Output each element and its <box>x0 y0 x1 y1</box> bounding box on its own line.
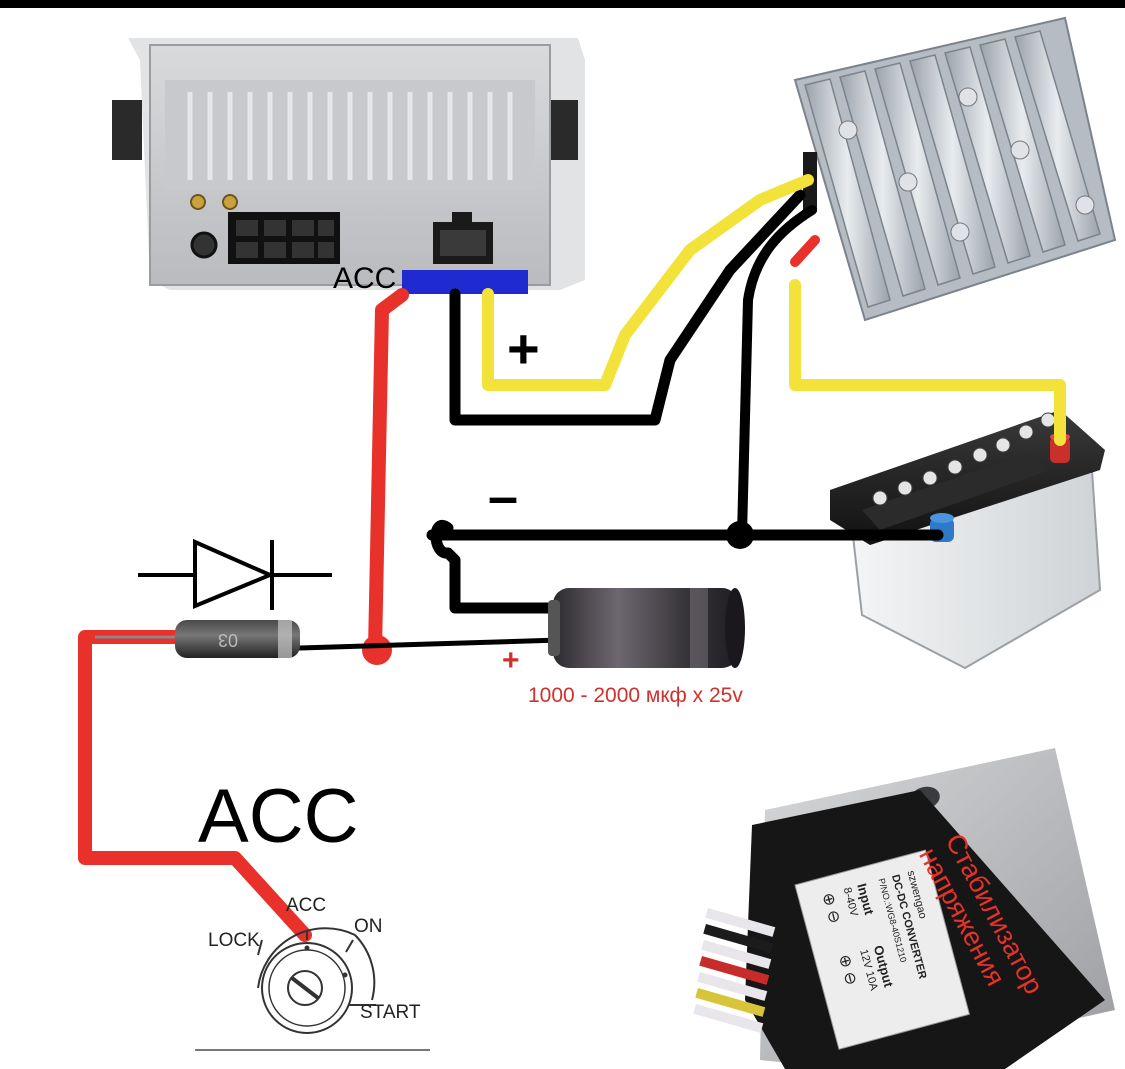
head-unit-vents <box>187 92 513 180</box>
acc-junction <box>362 635 392 665</box>
switch-label-lock: LOCK <box>208 930 260 951</box>
dc-dc-converter-heatsink <box>793 16 1117 322</box>
diode-marking: 03 <box>218 630 238 650</box>
wire-head-unit-positive <box>482 174 814 391</box>
wire-acc-red <box>368 288 409 657</box>
wire-converter-ground <box>737 205 817 540</box>
battery-positive-terminal <box>1050 437 1070 463</box>
round-jack <box>190 231 218 259</box>
switch-label-acc: ACC <box>286 895 326 916</box>
plus-sign: + <box>507 317 540 380</box>
voltage-stabilizer: szwengao DC-DC CONVERTER P/NO.:WG8-40S12… <box>693 748 1115 1069</box>
stabilizer-wires <box>693 908 776 1033</box>
antenna-jack-2 <box>222 194 238 210</box>
converter-label: szwengao DC-DC CONVERTER P/NO.:WG8-40S12… <box>794 849 971 1050</box>
wire-diode-to-capacitor <box>297 637 563 651</box>
wire-battery-positive <box>789 279 1066 446</box>
head-unit: ACC <box>112 38 585 295</box>
antenna-jack-1 <box>190 194 206 210</box>
switch-label-on: ON <box>354 916 383 937</box>
acc-connector <box>402 270 528 294</box>
battery <box>830 410 1105 670</box>
minus-sign: – <box>488 467 518 527</box>
diode-component: 03 <box>95 620 300 658</box>
ignition-switch: LOCK ACC ON START <box>195 895 430 1051</box>
capacitor-plus-sign: + <box>502 644 520 677</box>
capacitor <box>548 588 745 668</box>
wire-converter-input-red <box>790 235 820 267</box>
wire-head-unit-ground <box>449 189 806 426</box>
diode-symbol <box>138 538 332 610</box>
power-connector <box>433 212 493 264</box>
acc-big-label: ACC <box>198 774 358 859</box>
top-border <box>0 0 1125 8</box>
switch-label-start: START <box>360 1002 421 1023</box>
acc-head-unit-label: ACC <box>333 262 396 295</box>
capacitor-spec: 1000 - 2000 мкф x 25v <box>528 684 743 707</box>
main-connector <box>228 212 340 264</box>
ground-junction <box>726 521 754 549</box>
battery-cell-caps <box>872 412 1056 506</box>
wire-capacitor-ground <box>430 519 566 614</box>
